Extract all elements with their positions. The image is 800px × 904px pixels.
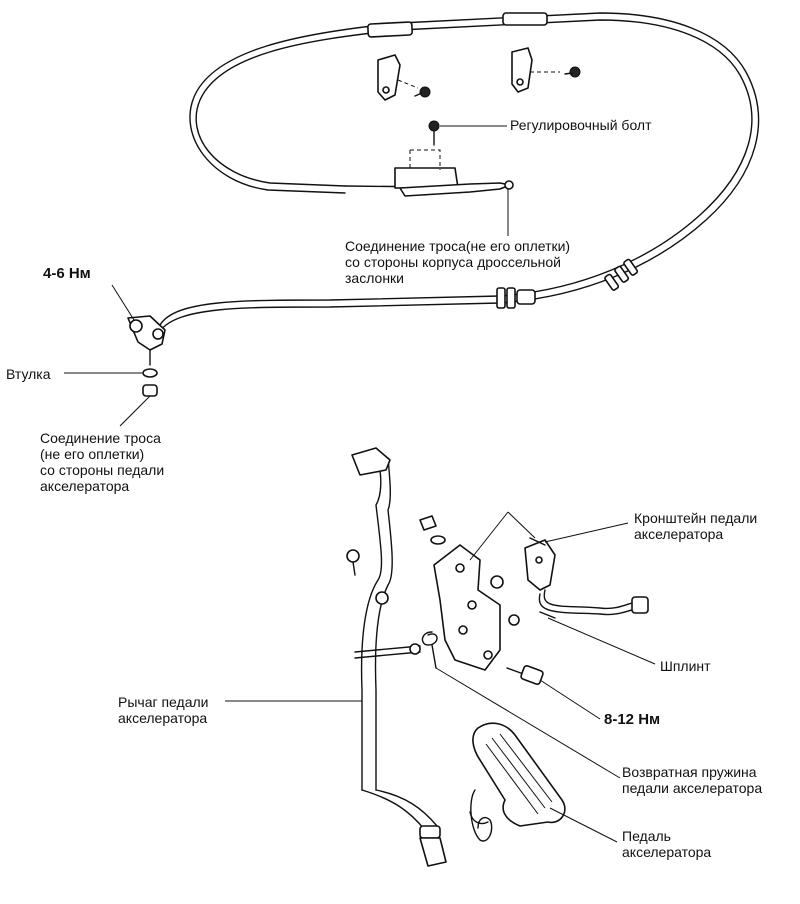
bracket-label: Кронштейн педали акселератора <box>634 510 758 542</box>
cable-pedal-end-label: Соединение троса (не его оплетки) со сто… <box>40 430 165 494</box>
bushing-label: Втулка <box>6 366 51 382</box>
wire-connector <box>538 589 649 619</box>
top-right-bracket <box>511 47 581 93</box>
cable-throttle-end-label: Соединение троса(не его оплетки) со стор… <box>345 238 571 286</box>
cotter-pin-label: Шплинт <box>660 658 711 674</box>
cable-adjust-nuts-lower <box>496 287 536 309</box>
return-spring-label: Возвратная пружина педали акселератора <box>622 764 763 796</box>
return-spring <box>421 631 438 669</box>
torque-top-label: 4-6 Нм <box>43 265 91 282</box>
leader-lines <box>64 125 656 843</box>
cable-adjust-nuts-right <box>604 258 639 291</box>
throttle-cable <box>127 12 760 397</box>
left-cable-mount <box>127 315 166 397</box>
pedal-bracket <box>433 539 556 671</box>
torque-bottom-label: 8-12 Нм <box>604 711 661 728</box>
throttle-end-fitting <box>394 149 514 197</box>
bracket-bolts <box>346 515 546 685</box>
pedal-lever-label: Рычаг педали акселератора <box>118 694 209 726</box>
adjust-bolt-label: Регулировочный болт <box>510 117 652 133</box>
pedal-label: Педаль акселератора <box>622 828 712 860</box>
accelerator-pedal <box>469 722 566 842</box>
adjusting-bolt <box>428 120 440 146</box>
pedal-lever <box>351 447 447 867</box>
top-left-bracket <box>377 54 431 101</box>
